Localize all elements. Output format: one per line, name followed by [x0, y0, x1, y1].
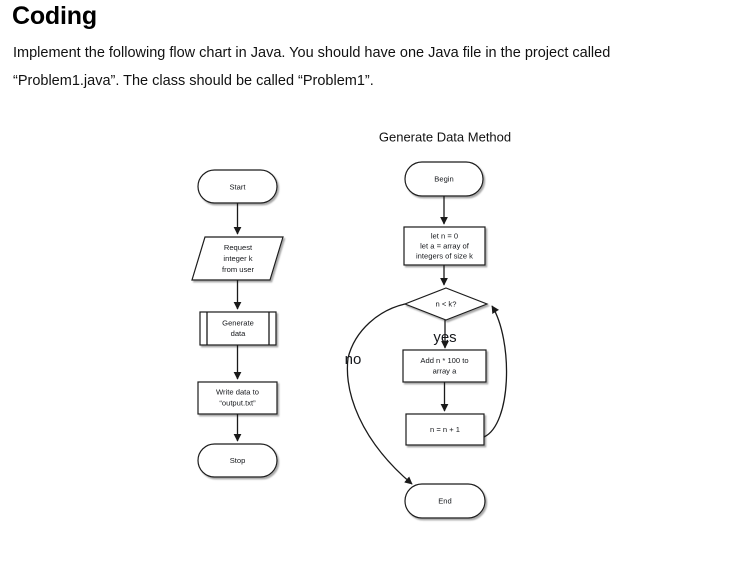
edge-decision-no-lower: [346, 357, 413, 485]
node-stop: Stop: [197, 443, 278, 478]
node-begin-label: Begin: [434, 175, 453, 184]
node-request-line-2: integer k: [223, 254, 252, 263]
node-end: End: [404, 483, 486, 519]
node-request-line-1: Request: [224, 243, 253, 252]
flowchart-title: Generate Data Method: [379, 129, 511, 144]
node-increment: n = n + 1: [405, 413, 485, 446]
node-add-line-2: array a: [433, 367, 457, 376]
node-end-label: End: [438, 497, 452, 506]
node-init-line-1: let n = 0: [431, 232, 458, 241]
node-write-line-2: “output.txt”: [219, 399, 256, 408]
node-decision: n < k?: [403, 287, 489, 321]
node-init: let n = 0 let a = array of integers of s…: [403, 226, 486, 266]
flowchart-main: Start Request integer k from user Genera…: [191, 169, 284, 478]
node-write-line-1: Write data to: [216, 388, 259, 397]
node-stop-label: Stop: [230, 456, 246, 465]
node-request-line-3: from user: [222, 265, 255, 274]
node-generate-line-1: Generate: [222, 319, 254, 328]
node-add: Add n * 100 to array a: [402, 349, 487, 383]
node-add-line-1: Add n * 100 to: [420, 356, 468, 365]
node-init-line-2: let a = array of: [420, 242, 470, 251]
page-title: Coding: [12, 2, 97, 30]
node-begin: Begin: [404, 161, 484, 197]
intro-paragraph-line-2: “Problem1.java”. The class should be cal…: [13, 73, 374, 89]
node-write-data: Write data to “output.txt”: [197, 381, 278, 415]
node-init-line-3: integers of size k: [416, 252, 473, 261]
node-start: Start: [197, 169, 278, 204]
intro-paragraph-line-1: Implement the following flow chart in Ja…: [13, 45, 611, 61]
node-decision-label: n < k?: [436, 300, 457, 309]
node-increment-label: n = n + 1: [430, 425, 460, 434]
edge-increment-to-decision: [483, 305, 508, 438]
node-generate-line-2: data: [231, 329, 247, 338]
node-generate-data: Generate data: [199, 311, 277, 346]
flowchart-generate-data-method: Generate Data Method Begin let n = 0 let…: [345, 129, 511, 519]
edge-decision-no-upper: [347, 303, 406, 359]
node-request: Request integer k from user: [191, 236, 284, 281]
branch-label-no: no: [345, 351, 362, 368]
node-start-label: Start: [229, 183, 246, 192]
